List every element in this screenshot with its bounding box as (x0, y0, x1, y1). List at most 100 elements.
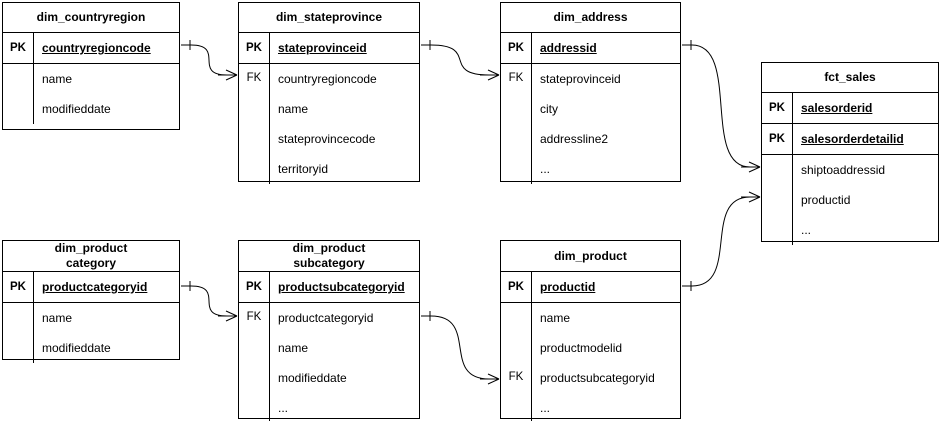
many-marker-upper (225, 69, 238, 76)
attribute-name: territoryid (269, 154, 419, 184)
attribute-row[interactable]: name (33, 64, 179, 94)
entity-title: dim_address (501, 3, 680, 33)
relationship-subcategory-to-product[interactable] (421, 311, 500, 385)
relationship-curve (190, 285, 228, 317)
attribute-name: productcategoryid (33, 272, 179, 302)
relationship-product-to-sales[interactable] (682, 191, 761, 291)
attribute-row[interactable]: name (531, 303, 680, 333)
attribute-name: modifieddate (33, 94, 179, 124)
attribute-row[interactable]: territoryid (269, 154, 419, 184)
attribute-block: PK productid (501, 272, 680, 302)
attribute-row[interactable]: PK productid (501, 272, 680, 302)
attribute-key: PK (508, 281, 524, 293)
entity-title: dim_stateprovince (239, 3, 419, 33)
attribute-row[interactable]: modifieddate (33, 94, 179, 124)
attribute-row[interactable]: stateprovincecode (269, 124, 419, 154)
attribute-row[interactable]: productid (792, 185, 938, 215)
entity-title: dim_product (501, 241, 680, 272)
relationship-productcategory-to-subcategory[interactable] (181, 281, 238, 322)
many-marker-lower (225, 74, 238, 81)
key-column (3, 303, 33, 363)
entity-title: dim_product subcategory (239, 241, 419, 272)
key-column: FK (246, 72, 262, 84)
attribute-key: PK (769, 102, 785, 114)
attribute-name: ... (792, 215, 938, 245)
attribute-row[interactable]: modifieddate (269, 363, 419, 393)
many-marker-lower (487, 378, 500, 385)
many-marker-upper (225, 310, 238, 317)
attribute-name: productid (531, 272, 680, 302)
relationship-curve (691, 44, 751, 168)
key-column (3, 64, 33, 124)
attribute-name: countryregioncode (269, 64, 419, 94)
attribute-row[interactable]: productsubcategoryid (531, 363, 680, 393)
relationship-countryregion-to-stateprovince[interactable] (181, 40, 238, 81)
attribute-name: salesorderid (792, 93, 938, 123)
attribute-name: modifieddate (269, 363, 419, 393)
many-marker-lower (225, 315, 238, 322)
attribute-row[interactable]: shiptoaddressid (792, 155, 938, 185)
attribute-name: modifieddate (33, 333, 179, 363)
attribute-row[interactable]: ... (269, 393, 419, 421)
relationship-curve (190, 44, 228, 76)
attribute-name: ... (531, 393, 680, 421)
attribute-row[interactable]: PK salesorderid (762, 93, 938, 123)
relationship-address-to-sales[interactable] (682, 40, 761, 173)
key-column (762, 155, 792, 245)
attribute-name: addressid (531, 33, 680, 63)
relationship-stateprovince-to-address[interactable] (421, 40, 500, 81)
attribute-row[interactable]: name (269, 333, 419, 363)
attribute-key: PK (246, 281, 262, 293)
relationship-curve (430, 315, 490, 380)
attribute-row[interactable]: ... (531, 393, 680, 421)
attribute-name: name (269, 333, 419, 363)
attribute-row[interactable]: stateprovinceid (531, 64, 680, 94)
attribute-name: productsubcategoryid (531, 363, 680, 393)
attribute-name: productmodelid (531, 333, 680, 363)
attribute-row[interactable]: ... (531, 154, 680, 184)
many-marker-lower (748, 166, 761, 173)
attribute-row[interactable]: name (269, 94, 419, 124)
attribute-row[interactable]: countryregioncode (269, 64, 419, 94)
attribute-row[interactable]: productmodelid (531, 333, 680, 363)
attribute-name: salesorderdetailid (792, 124, 938, 154)
attribute-key: PK (769, 133, 785, 145)
attribute-row[interactable]: name (33, 303, 179, 333)
attribute-row[interactable]: productcategoryid (269, 303, 419, 333)
attribute-name: stateprovincecode (269, 124, 419, 154)
attribute-name: addressline2 (531, 124, 680, 154)
many-marker-upper (487, 69, 500, 76)
many-marker-upper (487, 373, 500, 380)
attribute-name: name (269, 94, 419, 124)
attribute-row[interactable]: city (531, 94, 680, 124)
attribute-block: PK salesorderdetailid (762, 123, 938, 154)
attribute-row[interactable]: addressline2 (531, 124, 680, 154)
key-column: FK (246, 311, 262, 323)
attribute-row[interactable]: PK salesorderdetailid (762, 124, 938, 154)
key-column: FK (508, 371, 524, 383)
many-marker-lower (487, 74, 500, 81)
attribute-name: productid (792, 185, 938, 215)
attribute-row[interactable]: modifieddate (33, 333, 179, 363)
attribute-row[interactable]: ... (792, 215, 938, 245)
many-marker-upper (748, 161, 761, 168)
attribute-key: PK (246, 42, 262, 54)
